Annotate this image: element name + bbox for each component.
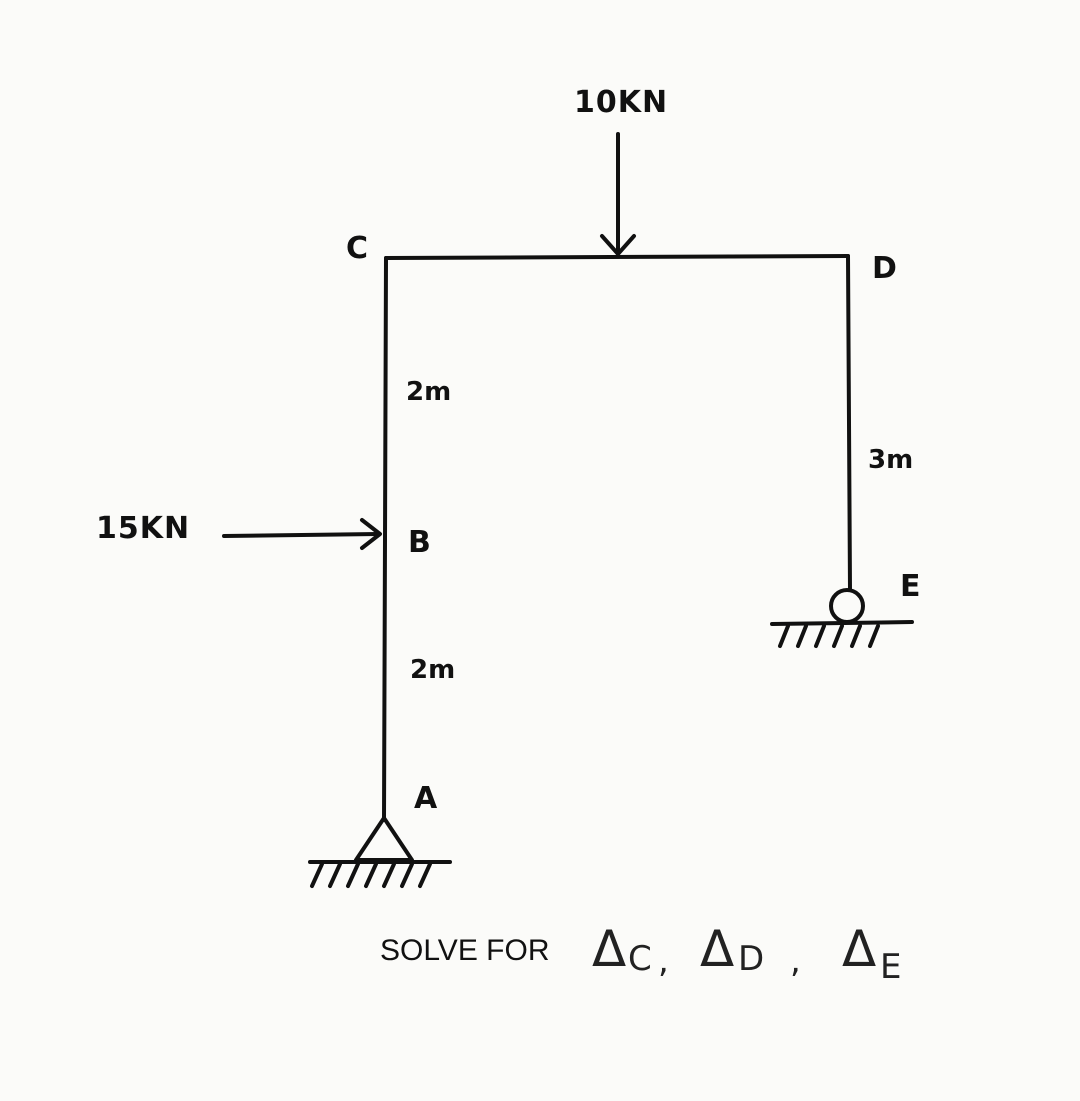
roller-support-e xyxy=(770,588,914,648)
load-label-vertical: 10KN xyxy=(574,85,668,120)
column-de xyxy=(846,254,852,592)
delta-target-d: D xyxy=(738,939,764,979)
point-label-d: D xyxy=(872,251,897,286)
length-label-cb: 2m xyxy=(406,377,451,407)
delta-target-e: E xyxy=(880,947,901,987)
point-label-c: C xyxy=(346,231,368,266)
delta-symbol-d: Δ xyxy=(700,920,734,978)
separator-2: , xyxy=(790,941,801,981)
delta-symbol-c: Δ xyxy=(592,920,626,978)
length-label-ba: 2m xyxy=(410,655,455,685)
point-label-b: B xyxy=(408,525,431,560)
pin-support-a xyxy=(308,816,452,888)
delta-symbol-e: Δ xyxy=(842,920,876,978)
point-label-a: A xyxy=(414,781,438,816)
horizontal-load-arrow xyxy=(222,518,382,550)
point-label-e: E xyxy=(900,569,921,604)
length-label-de: 3m xyxy=(868,445,913,475)
delta-target-c: C xyxy=(628,939,652,979)
instruction-prefix: SOLVE FOR xyxy=(380,934,549,967)
load-label-horizontal: 15KN xyxy=(96,511,190,546)
beam-cd xyxy=(384,254,850,260)
frame-members xyxy=(382,254,852,822)
separator-1: , xyxy=(658,941,669,981)
instruction-line: SOLVE FOR Δ C , Δ D , Δ E xyxy=(380,920,901,987)
vertical-load-arrow xyxy=(600,132,636,256)
column-ac xyxy=(382,256,388,822)
